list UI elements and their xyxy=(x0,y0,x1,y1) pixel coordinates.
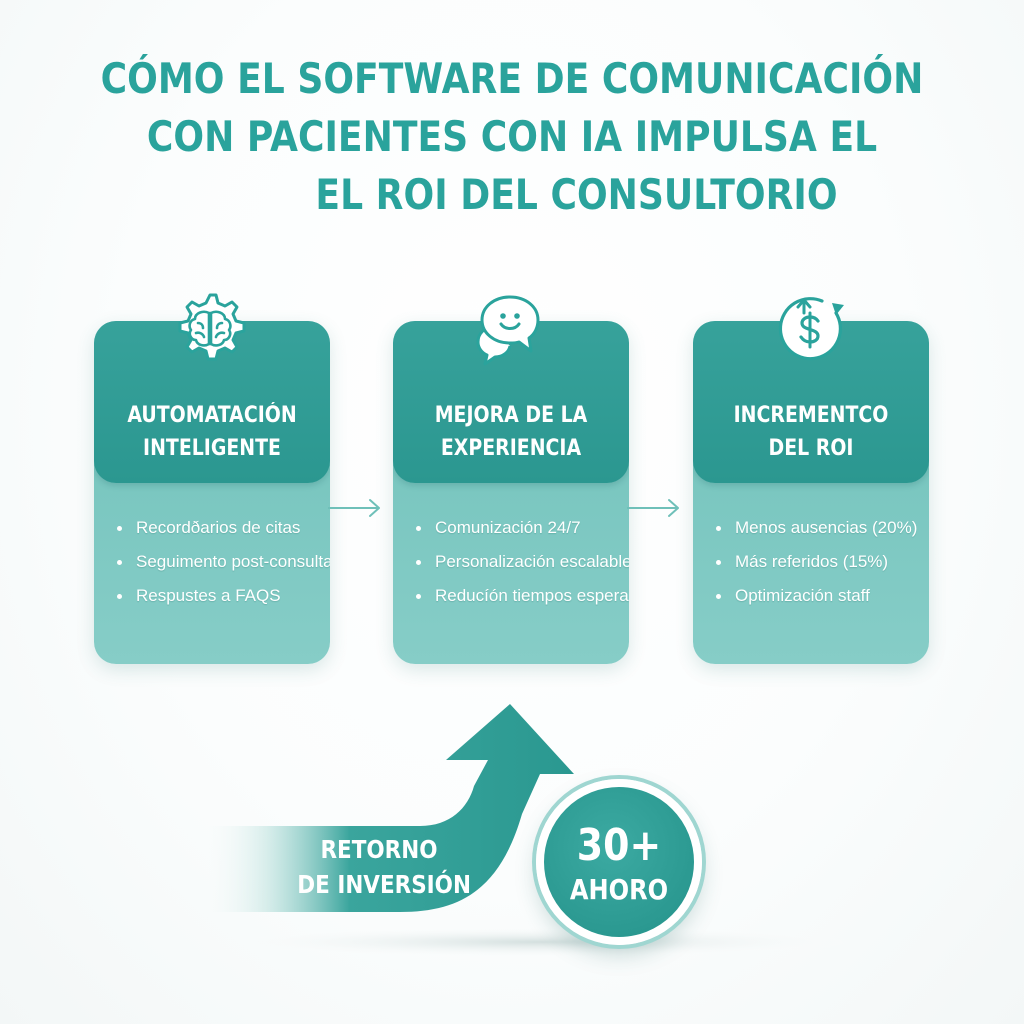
arrow-right-icon xyxy=(627,499,679,517)
list-item: Seguimento post-consulta xyxy=(114,545,330,579)
growth-arrow-graphic xyxy=(200,704,870,958)
list-item: Comunización 24/7 xyxy=(413,511,627,545)
list-item: Respustes a FAQS xyxy=(114,579,328,613)
card-experience: MEJORA DE LA EXPERIENCIA Comunización 24… xyxy=(393,321,629,664)
list-item: Más referidos (15%) xyxy=(713,545,927,579)
title-line-3: EL ROI DEL CONSULTORIO xyxy=(315,170,838,219)
list-item: Reducíón tiempos espera xyxy=(413,579,629,613)
dollar-growth-icon xyxy=(778,297,844,361)
card-bullet-list: Menos ausencias (20%) Más referidos (15%… xyxy=(713,511,927,613)
roi-label-line-1: RETORNO xyxy=(320,835,438,864)
card-title-line-1: MEJORA DE LA xyxy=(434,403,588,428)
list-item: Recordðarios de citas xyxy=(114,511,328,545)
list-item: Menos ausencias (20%) xyxy=(713,511,927,545)
list-item: Optimización staff xyxy=(713,579,927,613)
badge-value: 30+ xyxy=(576,820,662,871)
roi-label-line-2: DE INVERSIÓN xyxy=(297,870,471,899)
roi-label: RETORNO DE INVERSIÓN xyxy=(297,832,471,902)
smiley-chat-icon xyxy=(476,295,540,366)
title-line-1: CÓMO EL SOFTWARE DE COMUNICACIÓN xyxy=(100,54,924,103)
card-bullet-list: Recordðarios de citas Seguimento post-co… xyxy=(114,511,330,613)
card-title-line-2: DEL ROI xyxy=(768,436,854,461)
card-roi-increase: INCREMENTCO DEL ROI Menos ausencias (20%… xyxy=(693,321,929,664)
card-title: MEJORA DE LA EXPERIENCIA xyxy=(410,399,613,465)
list-item: Personalización escalable xyxy=(413,545,629,579)
card-title-line-2: INTELIGENTE xyxy=(143,436,281,461)
badge-text: AHORO xyxy=(569,873,669,906)
card-title: AUTOMATACIÓN INTELIGENTE xyxy=(111,399,314,465)
brain-gear-icon xyxy=(178,293,246,361)
card-title-line-1: AUTOMATACIÓN xyxy=(127,403,297,428)
card-title-line-1: INCREMENTCO xyxy=(733,403,889,428)
page-title: CÓMO EL SOFTWARE DE COMUNICACIÓN CON PAC… xyxy=(72,50,953,224)
card-automation: AUTOMATACIÓN INTELIGENTE Recordðarios de… xyxy=(94,321,330,664)
card-title: INCREMENTCO DEL ROI xyxy=(710,399,913,465)
card-bullet-list: Comunización 24/7 Personalización escala… xyxy=(413,511,629,613)
arrow-right-icon xyxy=(328,499,380,517)
card-title-line-2: EXPERIENCIA xyxy=(440,436,582,461)
roi-badge: 30+ AHORO xyxy=(536,779,702,945)
title-line-2: CON PACIENTES CON IA IMPULSA EL xyxy=(146,112,878,161)
